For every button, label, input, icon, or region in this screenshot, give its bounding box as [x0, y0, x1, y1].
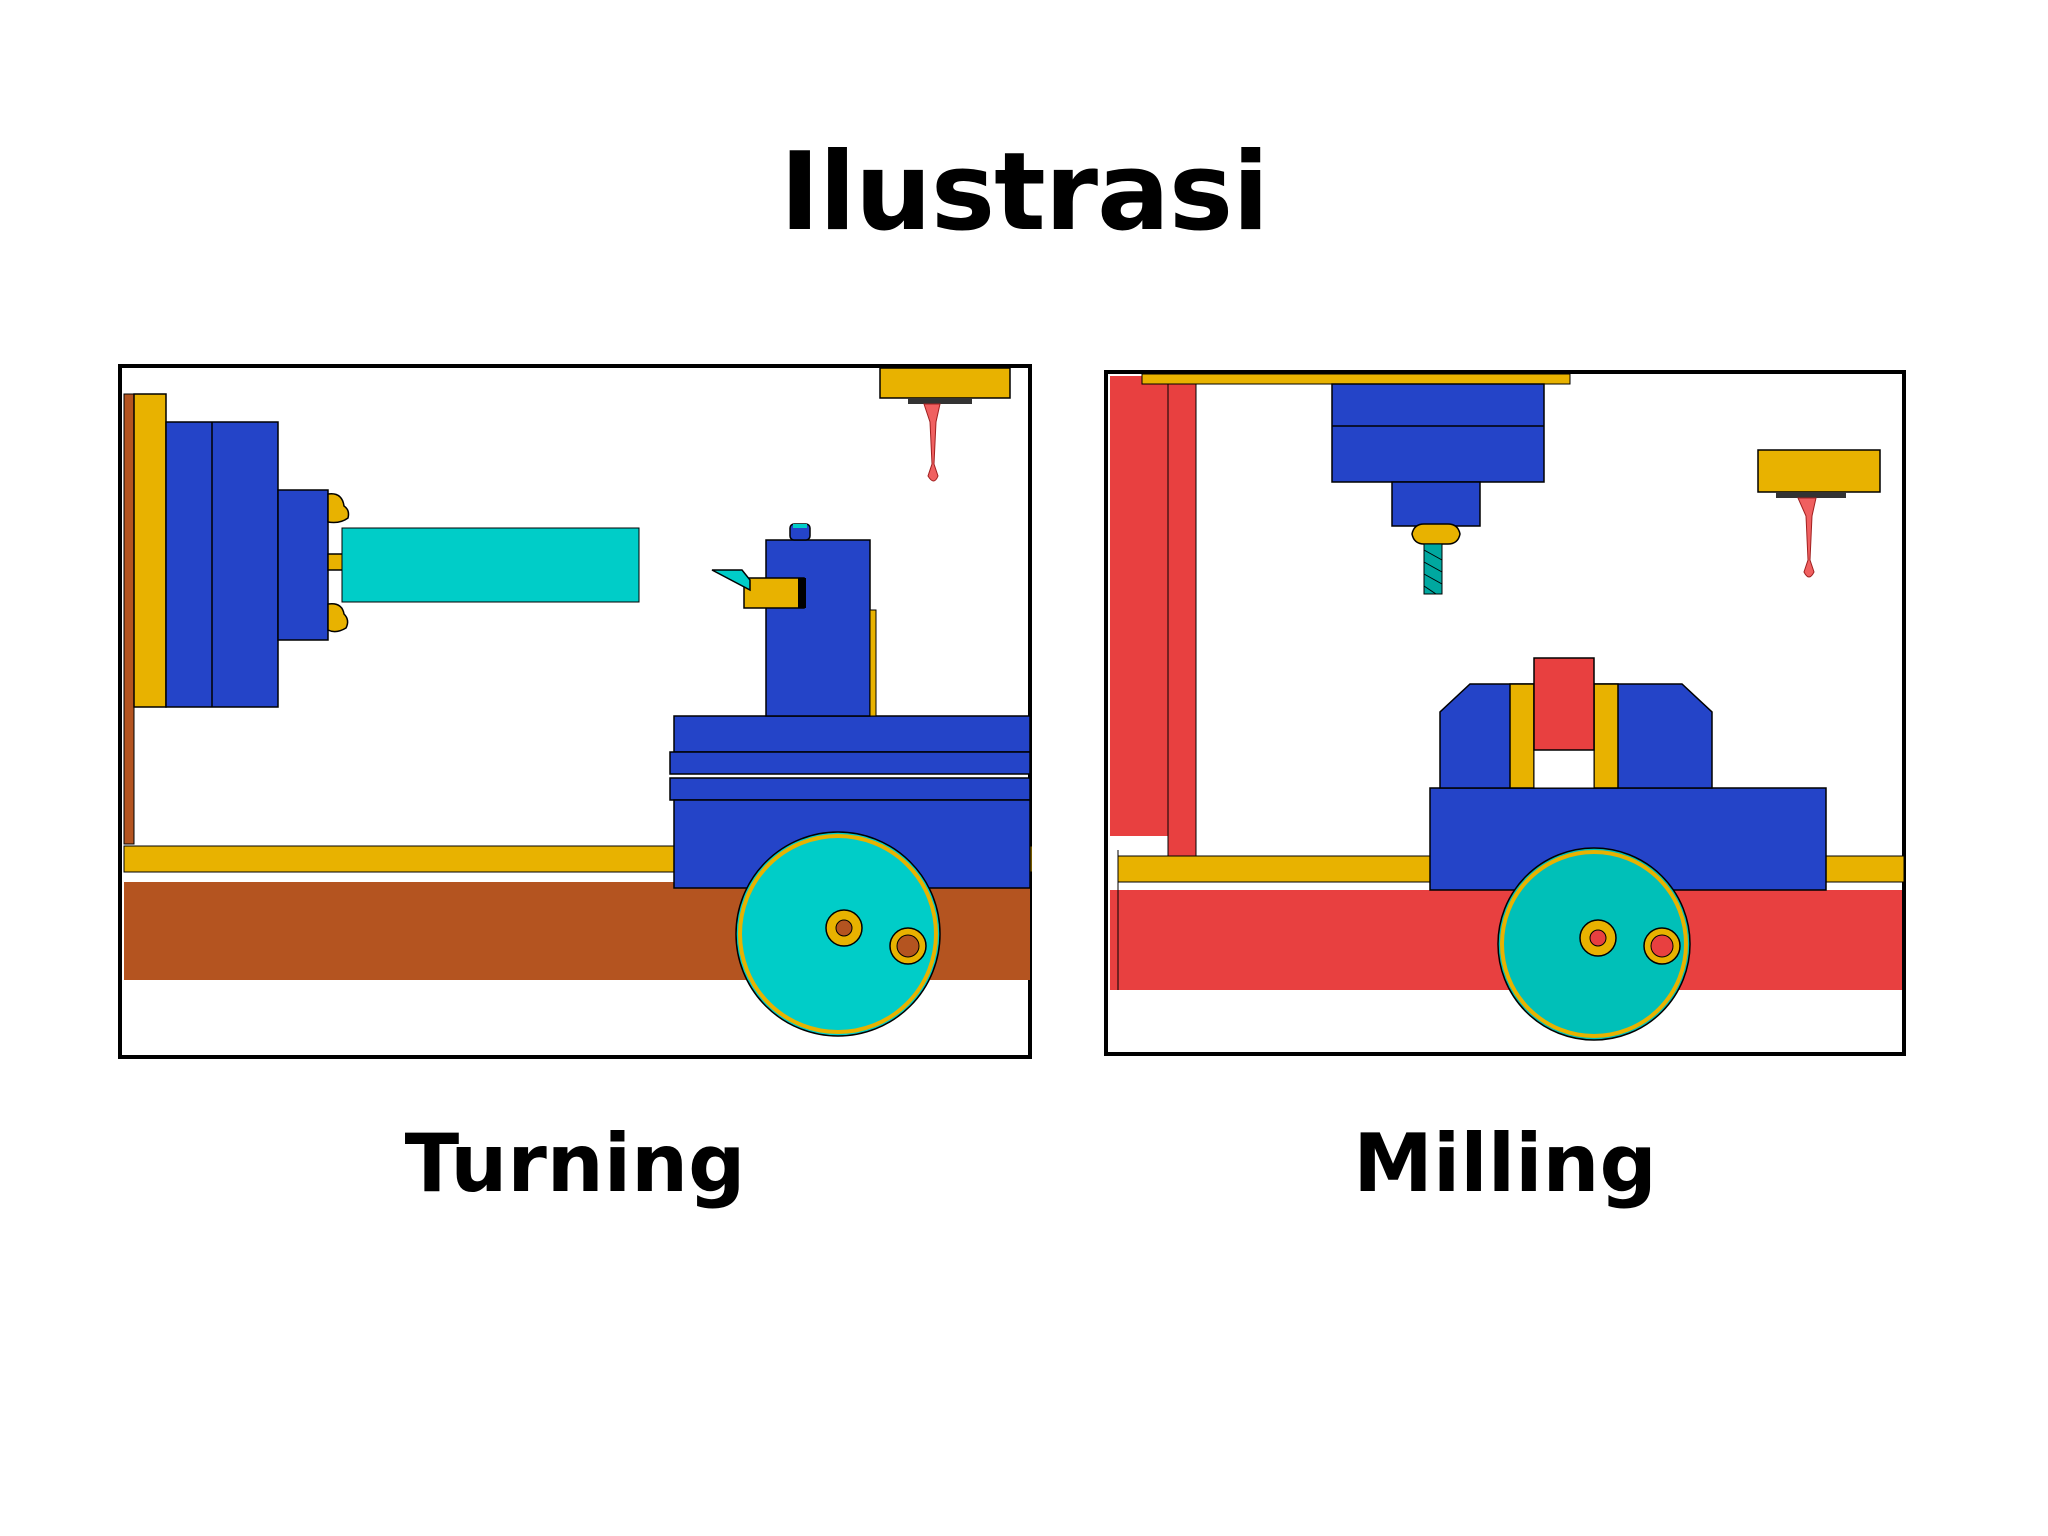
vise-jaw-right [1593, 683, 1619, 789]
overhead-holder [879, 367, 1011, 399]
milling-caption: Milling [1353, 1117, 1657, 1210]
column-inner [1167, 383, 1197, 871]
chuck-jaw-bottom [327, 602, 349, 633]
headstock-plate [133, 393, 167, 708]
milling-illustration [1104, 370, 1906, 1056]
tool-rack [1757, 449, 1881, 493]
headstock-wall [123, 393, 135, 845]
cutting-tool [711, 569, 751, 592]
vise-jaw-left [1509, 683, 1535, 789]
carriage-top [673, 715, 1031, 753]
rack-tool [1797, 497, 1817, 578]
mill-workpiece [1533, 657, 1595, 751]
spindle-nose [1391, 481, 1481, 527]
slide-title: Ilustrasi [779, 130, 1269, 255]
turning-illustration [118, 364, 1032, 1059]
spindle-head [1331, 383, 1545, 483]
chuck-jaw-top [327, 493, 350, 524]
tool-holder [743, 577, 805, 609]
tool-post [765, 539, 871, 717]
chuck-body [277, 489, 329, 641]
overhead-tool [923, 403, 941, 482]
column-left [1110, 376, 1168, 836]
turning-caption: Turning [404, 1117, 746, 1210]
tool-post-side [869, 609, 877, 717]
spindle-housing [165, 421, 279, 708]
carriage-slide-1 [669, 751, 1031, 775]
carriage-slide-2 [669, 777, 1031, 801]
overarm-rail [1141, 373, 1571, 385]
workpiece [341, 527, 640, 603]
collet [1411, 523, 1461, 545]
